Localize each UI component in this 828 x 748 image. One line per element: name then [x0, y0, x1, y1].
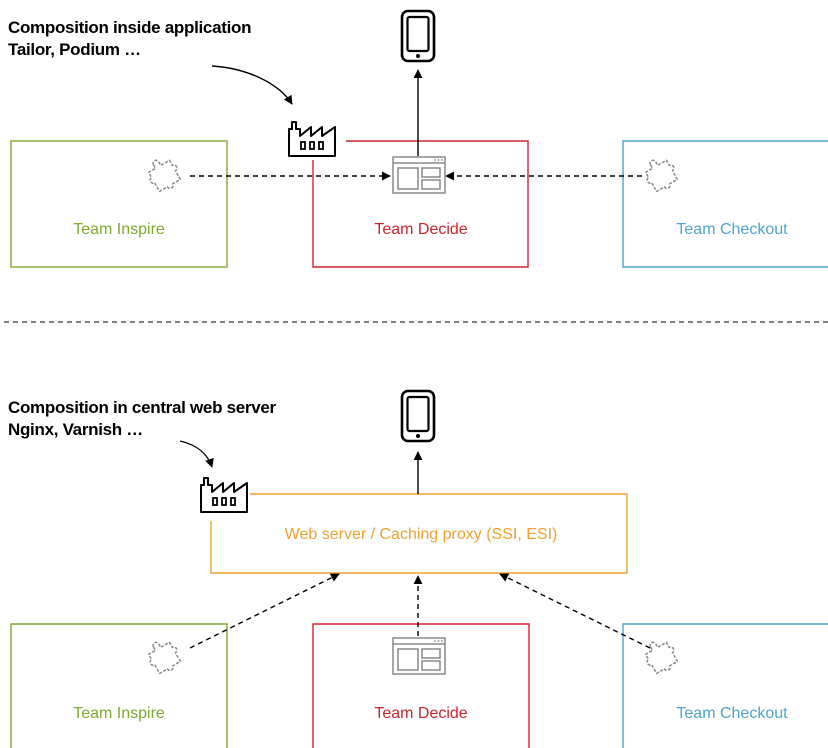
bottom-team-inspire-box: [10, 623, 228, 748]
page-layout-icon: [392, 156, 446, 194]
puzzle-icon: [643, 155, 683, 195]
bottom-section: Composition in central web server Nginx,…: [8, 389, 828, 748]
page-layout-icon: [392, 637, 446, 675]
top-annotation-line1: Composition inside application: [8, 18, 251, 37]
bottom-arrow-inspire-to-proxy: [189, 573, 340, 649]
top-annotation-arrow: [211, 65, 293, 105]
top-team-checkout-box: [622, 140, 828, 268]
device-icon: [400, 9, 436, 63]
bottom-proxy-label: Web server / Caching proxy (SSI, ESI): [285, 526, 558, 543]
bottom-team-checkout-box: [622, 623, 828, 748]
factory-icon: [200, 477, 248, 513]
bottom-annotation-line2: Nginx, Varnish …: [8, 420, 143, 439]
bottom-proxy-box: [210, 493, 628, 574]
bottom-team-checkout-label: Team Checkout: [676, 705, 788, 722]
bottom-team-inspire-label: Team Inspire: [73, 705, 165, 722]
top-team-inspire-label: Team Inspire: [73, 221, 165, 238]
bottom-arrow-checkout-to-proxy: [499, 573, 651, 649]
puzzle-icon: [146, 155, 186, 195]
bottom-annotation-line1: Composition in central web server: [8, 398, 277, 417]
top-annotation-line2: Tailor, Podium …: [8, 40, 141, 59]
bottom-annotation-arrow: [179, 440, 214, 468]
bottom-team-decide-label: Team Decide: [374, 705, 467, 722]
puzzle-icon: [146, 637, 186, 677]
top-team-decide-label: Team Decide: [374, 221, 467, 238]
top-team-inspire-box: [10, 140, 228, 268]
top-team-checkout-label: Team Checkout: [676, 221, 788, 238]
puzzle-icon: [643, 637, 683, 677]
top-team-decide-box: [312, 140, 529, 268]
factory-icon: [288, 121, 336, 157]
device-icon: [400, 389, 436, 443]
top-section: Composition inside application Tailor, P…: [8, 9, 828, 268]
bottom-team-decide-box: [312, 623, 530, 748]
